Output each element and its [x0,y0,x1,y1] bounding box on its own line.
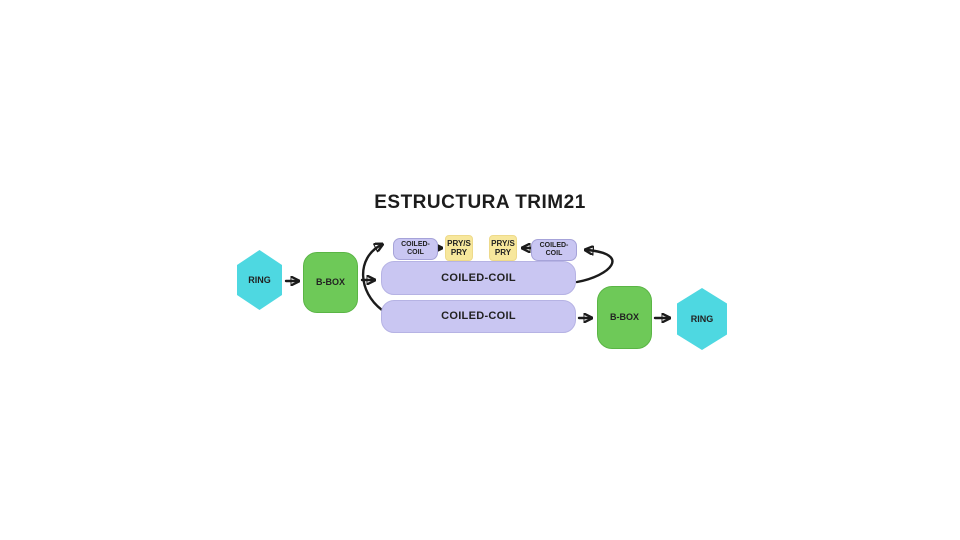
arrow-curve-bar-top-to-coiled-small-right [575,250,614,284]
ring-right-hexagon: RING [677,288,727,350]
coiled-coil-small-left-line2: COIL [407,249,424,256]
coiled-coil-small-left-box: COILED- COIL [393,238,438,260]
diagram-title: ESTRUCTURA TRIM21 [374,192,586,213]
pry-spry-right-box: PRY/S PRY [489,235,517,261]
coiled-coil-bar-bottom: COILED-COIL [381,300,576,333]
bbox-right-label: B-BOX [610,312,639,323]
pry-spry-left-line2: PRY [450,248,468,257]
arrow-curve-to-coiled-small-left [361,245,382,312]
ring-left-hexagon: RING [237,250,282,310]
ring-right-label: RING [690,313,714,324]
pry-spry-left-box: PRY/S PRY [445,235,473,261]
coiled-coil-bar-top-label: COILED-COIL [441,271,516,284]
bbox-left-box: B-BOX [303,252,358,313]
coiled-coil-bar-bottom-label: COILED-COIL [441,310,516,323]
coiled-coil-small-left-line1: COILED- [401,240,430,248]
bbox-right-box: B-BOX [597,286,652,349]
bbox-left-label: B-BOX [316,277,345,288]
coiled-coil-bar-top: COILED-COIL [381,261,576,295]
pry-spry-right-line1: PRY/S [491,238,515,248]
pry-spry-right-line2: PRY [494,248,512,257]
coiled-coil-small-right-box: COILED- COIL [531,239,577,261]
coiled-coil-small-right-line2: COIL [545,250,563,257]
coiled-coil-small-right-line1: COILED- [539,241,569,249]
pry-spry-left-line1: PRY/S [447,238,471,248]
ring-left-label: RING [248,274,271,285]
